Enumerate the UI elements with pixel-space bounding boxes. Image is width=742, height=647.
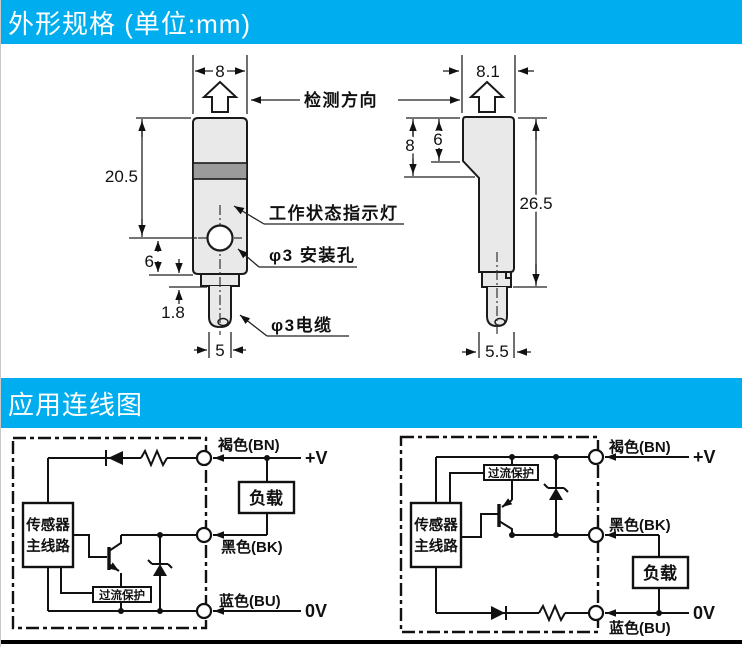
- npn-main-circuit-label-2: 主线路: [26, 537, 70, 555]
- side-dim-width: 8.1: [476, 62, 500, 81]
- label-detection-direction: 检测方向: [304, 90, 378, 110]
- pnp-terminal-blue: [587, 604, 605, 622]
- pnp-diode-icon: [491, 606, 505, 620]
- side-cable-tip: [494, 317, 506, 327]
- label-mount-hole: φ3 安装孔: [269, 245, 355, 265]
- side-dim-upper: 8: [405, 136, 414, 155]
- npn-wire-blue-label: 蓝色(BU): [219, 592, 281, 610]
- outline-drawing: 8 检测方向 20.5 6 1.8 5 工作状态指示灯 φ3 安装孔 φ3电缆: [105, 55, 556, 361]
- side-dim-upper-inner: 6: [433, 130, 442, 149]
- pnp-main-circuit-label-1: 传感器: [413, 516, 458, 534]
- label-indicator-led: 工作状态指示灯: [269, 203, 399, 223]
- pnp-circuit: 传感器 主线路 过流保护: [399, 435, 716, 637]
- npn-vzero-label: 0V: [305, 601, 327, 621]
- front-dim-width: 8: [215, 62, 224, 81]
- front-mount-hole: [206, 224, 234, 252]
- wiring-diagram: 传感器 主线路 过流保护: [11, 435, 716, 637]
- npn-wire-black-label: 黑色(BK): [221, 538, 283, 556]
- side-step-notch: [505, 272, 511, 279]
- npn-terminal-blue: [195, 602, 213, 620]
- npn-protection-label: 过流保护: [99, 588, 145, 602]
- leader-arrow: [239, 314, 268, 337]
- pnp-terminal-brown: [587, 448, 605, 466]
- pnp-wire-blue-label: 蓝色(BU): [609, 619, 671, 637]
- front-dim-bottom-width: 5: [215, 341, 224, 360]
- pnp-vplus-label: +V: [693, 447, 716, 467]
- pnp-resistor-icon: [538, 603, 566, 623]
- section-header-wiring: 应用连线图: [1, 378, 742, 428]
- pnp-protection-label: 过流保护: [488, 466, 534, 480]
- npn-diode-icon: [108, 451, 123, 465]
- pnp-main-circuit-box: [409, 501, 463, 569]
- side-dim-total-height: 26.5: [519, 194, 552, 213]
- outline-title: 外形规格 (单位:mm): [8, 8, 252, 39]
- npn-wire-brown-label: 褐色(BN): [217, 436, 280, 454]
- npn-main-circuit-label-1: 传感器: [25, 516, 70, 534]
- npn-circuit: 传感器 主线路 过流保护: [11, 436, 328, 630]
- leader-arrow: [237, 248, 260, 268]
- side-direction-arrow-icon: [468, 80, 506, 113]
- front-sensor-body: [192, 117, 248, 275]
- pnp-wire-brown-label: 褐色(BN): [608, 438, 671, 456]
- front-dim-hole-offset: 6: [145, 252, 154, 271]
- side-dim-bottom-width: 5.5: [485, 342, 509, 361]
- section-header-outline: 外形规格 (单位:mm): [1, 0, 742, 44]
- front-indicator-band: [192, 162, 248, 180]
- front-cable-tip: [217, 317, 229, 327]
- front-dim-step: 1.8: [161, 303, 185, 322]
- npn-terminal-black: [195, 526, 213, 544]
- pnp-wire-black-label: 黑色(BK): [609, 516, 671, 534]
- leader-arrow: [233, 205, 265, 225]
- wiring-title: 应用连线图: [8, 389, 144, 420]
- npn-load-label: 负载: [249, 488, 283, 508]
- pnp-main-circuit-label-2: 主线路: [414, 537, 458, 555]
- npn-vplus-label: +V: [305, 448, 328, 468]
- npn-main-circuit-box: [21, 501, 75, 569]
- pnp-load-label: 负载: [643, 563, 677, 583]
- pnp-terminal-black: [587, 526, 605, 544]
- npn-terminal-brown: [195, 449, 213, 467]
- front-direction-arrow-icon: [201, 80, 239, 113]
- pnp-vzero-label: 0V: [693, 603, 715, 623]
- bottom-rule: [1, 640, 742, 644]
- label-cable: φ3电缆: [271, 315, 333, 335]
- npn-resistor-icon: [140, 448, 168, 468]
- pnp-load-box: [631, 555, 690, 590]
- side-sensor-body: [462, 116, 515, 273]
- front-dim-height: 20.5: [105, 167, 138, 186]
